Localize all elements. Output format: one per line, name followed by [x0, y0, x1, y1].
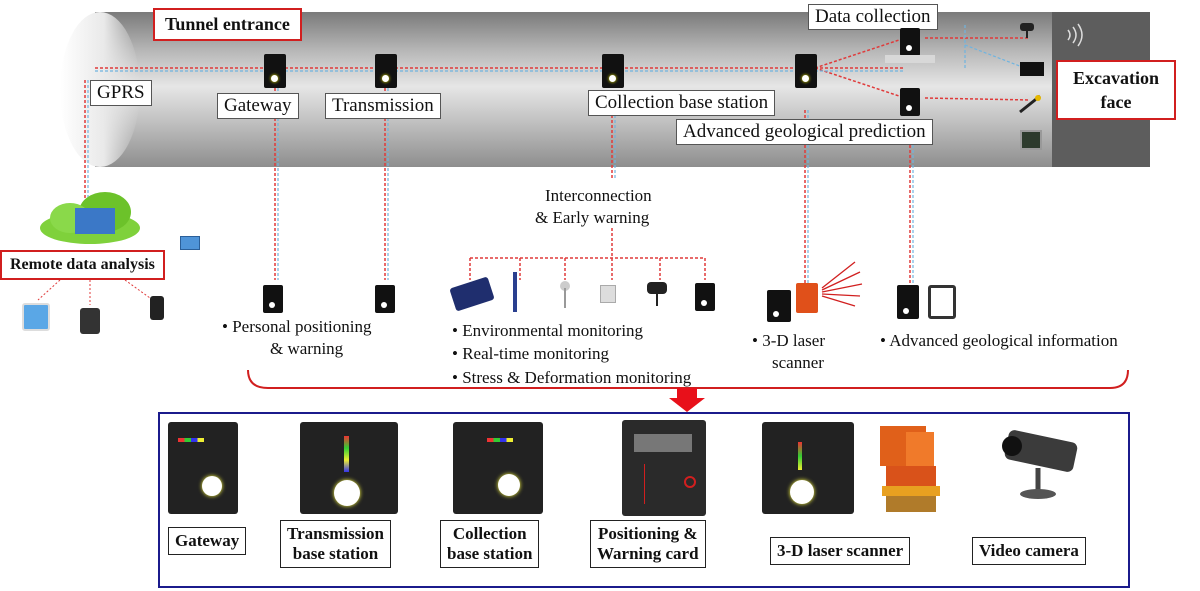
excavation-face-label: Excavation face — [1056, 60, 1176, 120]
advanced-geological-prediction-label: Advanced geological prediction — [676, 119, 933, 145]
positioning-product-line2: Warning card — [597, 544, 699, 563]
transmission-label: Transmission — [325, 93, 441, 119]
transmission-product-image — [300, 422, 398, 514]
card-button-icon — [684, 476, 696, 488]
laser-scanner-product-image — [872, 420, 952, 516]
scanner-line1: 3-D laser — [752, 330, 825, 352]
pole-sensor-icon — [513, 272, 517, 312]
monitoring-item-0: Environmental monitoring — [452, 320, 643, 342]
data-collection-device-icon — [900, 28, 920, 56]
personal-positioning-line1: Personal positioning — [222, 316, 371, 338]
monitoring-item-2: Stress & Deformation monitoring — [452, 367, 691, 389]
gateway-button-icon — [202, 476, 222, 496]
phone-icon — [150, 296, 164, 320]
data-collection-label: Data collection — [808, 4, 938, 30]
card-line — [644, 464, 645, 504]
scanner-controller-icon — [767, 290, 791, 322]
gateway-product-label: Gateway — [168, 527, 247, 555]
laser-scanner-icon — [796, 283, 818, 313]
camera-icon — [1018, 20, 1038, 40]
geological-device-icon — [897, 285, 919, 319]
monitoring-device-icon — [695, 283, 715, 311]
product-panel — [158, 412, 1130, 588]
collection-device-icon — [602, 54, 624, 88]
gateway-leds — [178, 438, 204, 442]
collection-leds — [487, 438, 513, 442]
camera-product-label: Video camera — [972, 537, 1086, 565]
gateway-device-icon — [264, 54, 286, 88]
positioning-product-line1: Positioning & — [597, 524, 698, 543]
collection-device-2-icon — [795, 54, 817, 88]
transmission-product-line2: base station — [292, 544, 379, 563]
collection-product-image — [453, 422, 543, 514]
transmission-device-icon — [375, 54, 397, 88]
tunnel-entrance-label: Tunnel entrance — [153, 8, 302, 41]
tablet-icon — [80, 308, 100, 334]
interconnection-line1: Interconnection — [545, 186, 652, 205]
scanner-leds — [798, 442, 802, 470]
remote-data-analysis-label: Remote data analysis — [0, 250, 165, 280]
desktop-icon — [22, 303, 50, 331]
gateway-label: Gateway — [217, 93, 299, 119]
video-camera-product-image — [998, 428, 1088, 504]
personal-positioning-line2: & warning — [270, 339, 344, 358]
collection-product-line1: Collection — [452, 524, 527, 543]
collection-product-line2: base station — [447, 544, 533, 563]
personal-device-2-icon — [375, 285, 395, 313]
scanner-controller-product-image — [762, 422, 854, 514]
cloud-icon — [35, 190, 145, 245]
monitoring-camera-icon — [645, 280, 671, 308]
gprs-label: GPRS — [90, 80, 152, 106]
transmission-product-label: Transmission base station — [280, 520, 391, 568]
collection-product-label: Collection base station — [440, 520, 540, 568]
transmission-button-icon — [334, 480, 360, 506]
scanner-product-label: 3-D laser scanner — [770, 537, 911, 565]
card-display — [634, 434, 692, 452]
monitor-icon — [1020, 62, 1044, 76]
positioning-card-image — [622, 420, 706, 516]
gateway-product-image — [168, 422, 238, 514]
personal-device-icon — [263, 285, 283, 313]
scanner-button-icon — [790, 480, 814, 504]
advanced-geological-info: Advanced geological information — [880, 330, 1117, 352]
scanner-line2: scanner — [772, 353, 824, 372]
positioning-product-label: Positioning & Warning card — [590, 520, 706, 568]
monitoring-item-1: Real-time monitoring — [452, 343, 609, 365]
tablet-display-icon — [928, 285, 956, 319]
collection-button-icon — [498, 474, 520, 496]
transmission-product-line1: Transmission — [287, 524, 384, 543]
laptop-icon — [180, 236, 200, 250]
interconnection-line2: & Early warning — [535, 208, 650, 227]
transmission-leds — [344, 436, 349, 472]
gas-sensor-icon — [600, 285, 616, 303]
anemometer-icon — [550, 278, 580, 308]
screen-icon — [1020, 130, 1042, 150]
prediction-device-icon — [900, 88, 920, 116]
collection-base-station-label: Collection base station — [588, 90, 776, 116]
sensor-icon — [1018, 92, 1042, 114]
data-collection-panel — [885, 55, 935, 63]
